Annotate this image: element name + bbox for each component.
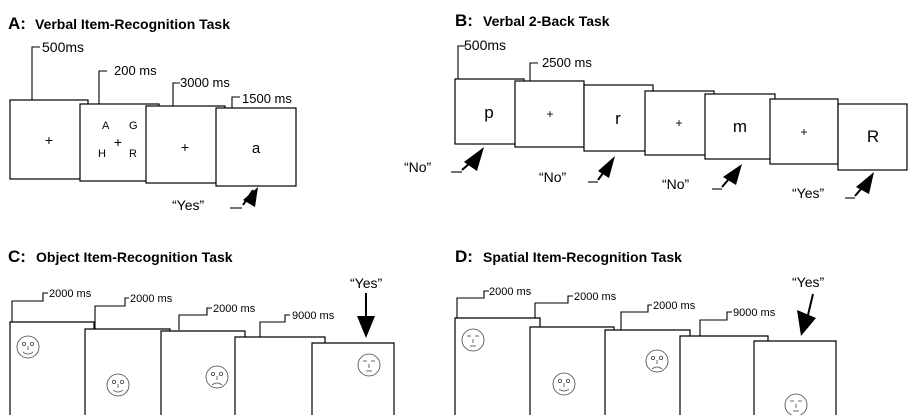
panel-b-letter: B:: [455, 11, 473, 30]
timing-bracket: [457, 45, 466, 80]
timing-label: 2500 ms: [542, 55, 592, 70]
panel-b-title: Verbal 2-Back Task: [483, 13, 610, 29]
timing-label: 500ms: [464, 37, 506, 53]
stimulus-frame: [311, 342, 395, 415]
response-arrow-icon: [721, 164, 742, 188]
timing-label: 2000 ms: [130, 293, 173, 305]
stimulus-letter: R: [867, 127, 879, 146]
response-label: “No”: [539, 169, 567, 185]
panel-c-title: Object Item-Recognition Task: [36, 249, 233, 265]
fixation-cross: +: [546, 107, 553, 121]
timing-label: 2000 ms: [489, 286, 532, 298]
stimulus-frame: [215, 107, 297, 187]
timing-bracket: [534, 295, 573, 327]
panel-d-letter: D:: [455, 247, 473, 266]
panel-a-title: Verbal Item-Recognition Task: [35, 16, 230, 32]
response-label: “Yes”: [792, 185, 825, 201]
timing-bracket: [172, 82, 180, 106]
stimulus-letter: p: [484, 103, 493, 122]
timing-bracket: [456, 290, 489, 318]
timing-bracket: [231, 96, 240, 108]
response-arrow-icon: [854, 172, 874, 197]
timing-label: 2000 ms: [653, 300, 696, 312]
stimulus-frame: [9, 99, 89, 180]
stimulus-frame: [454, 317, 541, 415]
timing-label: 2000 ms: [49, 288, 92, 300]
stimulus-letter: r: [615, 109, 621, 128]
timing-bracket: [178, 307, 212, 330]
memory-letter: R: [129, 148, 137, 160]
response-arrow-icon: [597, 156, 615, 181]
response-arrow-icon: [357, 293, 375, 338]
probe-letter: a: [252, 140, 261, 157]
response-label: “No”: [662, 176, 690, 192]
panel-b: B: Verbal 2-Back Task 500ms 2500 ms p + …: [404, 11, 908, 201]
timing-bracket: [699, 311, 732, 336]
panel-a: A: Verbal Item-Recognition Task 500ms 20…: [8, 14, 297, 213]
response-arrow-icon: [242, 187, 258, 207]
timing-bracket: [11, 292, 48, 322]
stimulus-frame: [84, 328, 171, 415]
stimulus-frame: [9, 321, 95, 415]
memory-letter: H: [98, 148, 106, 160]
fixation-cross: +: [114, 134, 122, 150]
timing-bracket: [94, 297, 129, 329]
response-label: “Yes”: [350, 275, 383, 291]
response-label: “No”: [404, 159, 432, 175]
fixation-cross: +: [45, 132, 53, 148]
fixation-cross: +: [675, 116, 682, 130]
panel-d-title: Spatial Item-Recognition Task: [483, 249, 682, 265]
timing-bracket: [98, 70, 107, 104]
stimulus-frame: [769, 98, 839, 165]
response-arrow-icon: [461, 147, 484, 171]
timing-label: 2000 ms: [213, 303, 256, 315]
timing-label: 1500 ms: [242, 91, 292, 106]
timing-bracket: [529, 62, 538, 81]
stimulus-frame: [704, 93, 776, 160]
stimulus-frame: [753, 340, 837, 415]
memory-letter: A: [102, 120, 110, 132]
stimulus-frame: [454, 78, 525, 145]
panel-a-letter: A:: [8, 14, 26, 33]
timing-label: 9000 ms: [733, 307, 776, 319]
timing-label: 2000 ms: [574, 291, 617, 303]
response-label: “Yes”: [172, 197, 205, 213]
timing-bracket: [31, 46, 40, 100]
timing-label: 200 ms: [114, 63, 157, 78]
stimulus-frame: [160, 330, 246, 415]
panel-d: D: Spatial Item-Recognition Task 2000 ms…: [454, 247, 837, 415]
response-label: “Yes”: [792, 274, 825, 290]
panel-c-letter: C:: [8, 247, 26, 266]
stimulus-frame: [644, 90, 715, 156]
stimulus-frame: [514, 80, 585, 148]
stimulus-frame: [145, 105, 226, 184]
fixation-cross: +: [181, 139, 189, 155]
timing-bracket: [620, 304, 652, 330]
timing-bracket: [259, 314, 290, 337]
panel-c: C: Object Item-Recognition Task 2000 ms …: [8, 247, 395, 415]
stimulus-letter: m: [733, 117, 747, 136]
timing-label: 3000 ms: [180, 75, 230, 90]
fixation-cross: +: [800, 125, 807, 139]
timing-label: 9000 ms: [292, 310, 335, 322]
timing-label: 500ms: [42, 39, 84, 55]
stimulus-frame: [529, 326, 615, 415]
stimulus-frame: [604, 329, 691, 415]
memory-letter: G: [129, 120, 138, 132]
stimulus-frame: [837, 103, 908, 171]
response-arrow-icon: [797, 293, 816, 336]
